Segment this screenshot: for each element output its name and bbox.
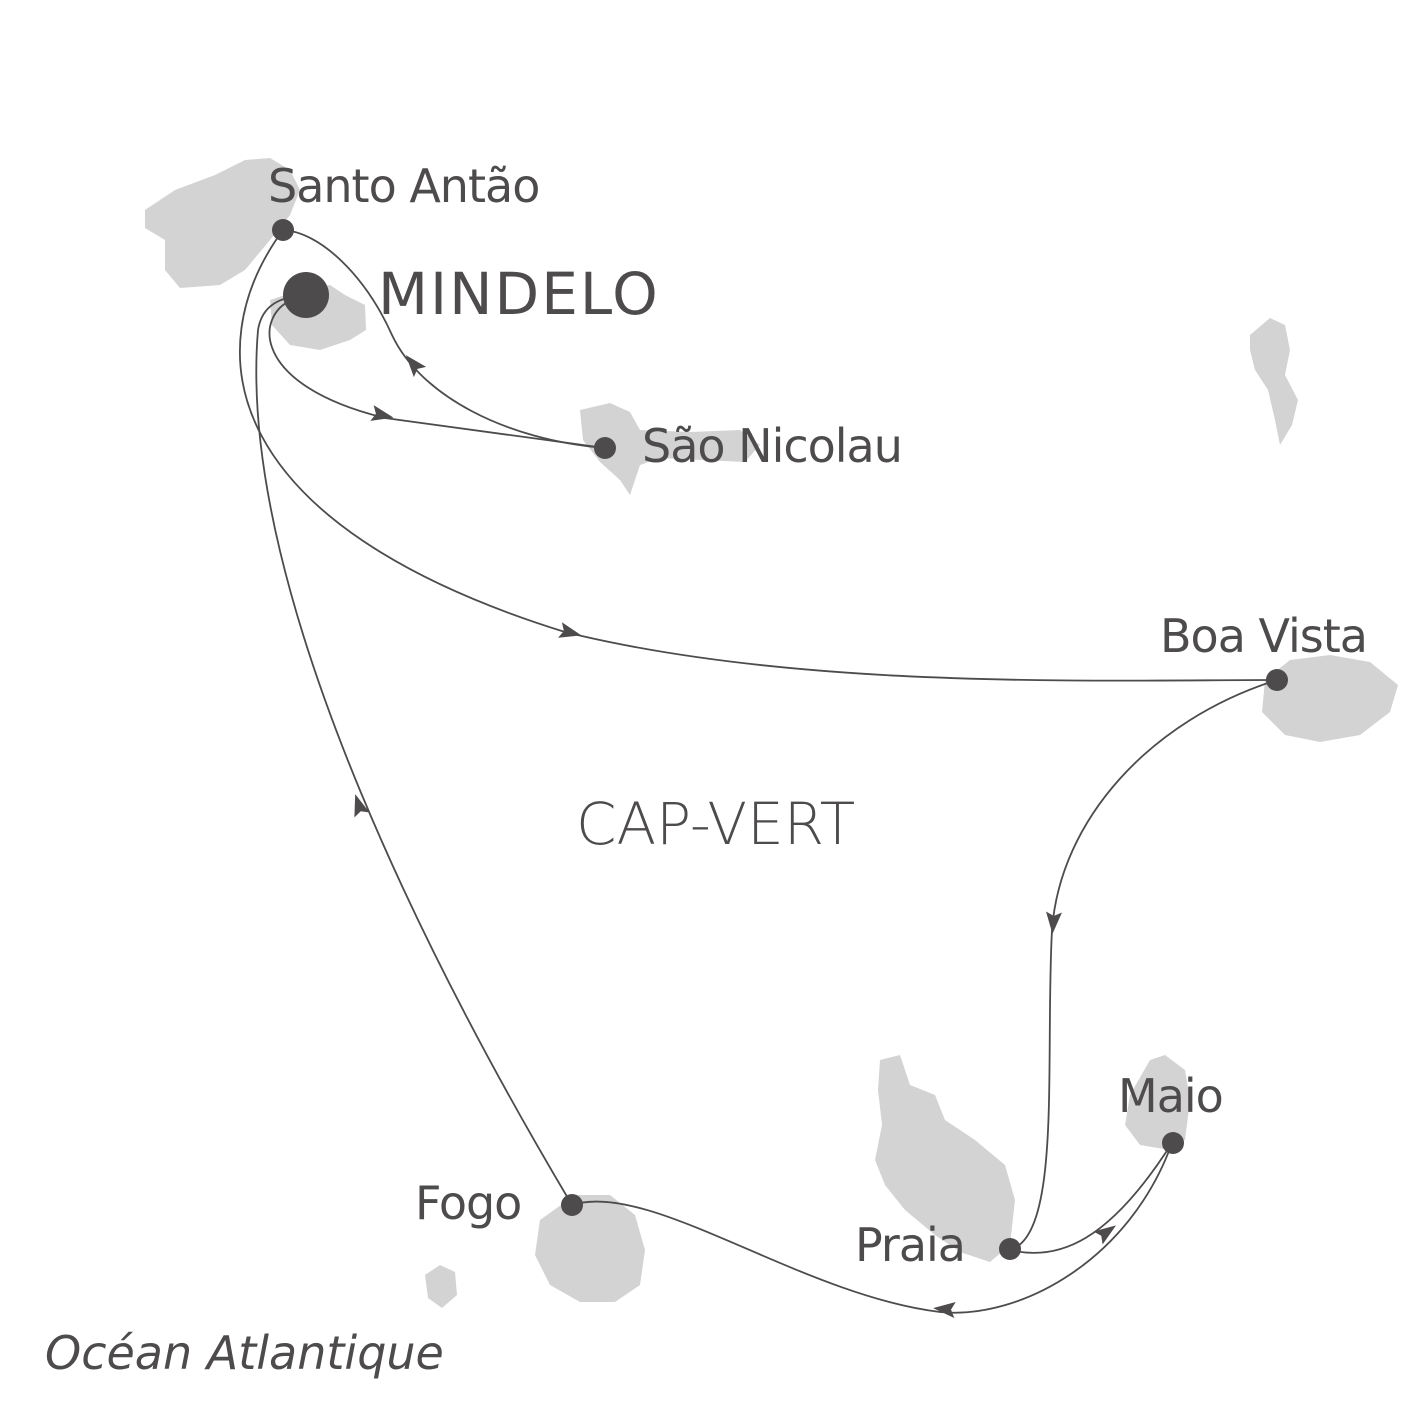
route-arrows [354,355,1117,1318]
island-fogo [535,1195,645,1302]
label-fogo: Fogo [415,1176,522,1230]
island-santo-antao [145,158,300,288]
port-markers [272,219,1288,1260]
island-sao-nicolau [580,403,760,495]
label-sao-nicolau: São Nicolau [642,419,903,473]
arrow-icon [933,1302,956,1318]
label-boa-vista: Boa Vista [1160,609,1368,663]
route-sao-nicolau-santo-antao [282,229,606,449]
island-sal [1250,318,1298,445]
island-brava [425,1265,457,1308]
marker-santo-antao [272,219,294,241]
label-praia: Praia [855,1218,966,1272]
marker-fogo [561,1194,583,1216]
marker-boa-vista [1266,669,1288,691]
marker-praia [999,1238,1021,1260]
label-country: CAP-VERT [576,790,856,858]
island-maio [1125,1055,1190,1150]
arrow-icon [354,794,370,818]
island-santiago [875,1055,1015,1262]
label-ocean: Océan Atlantique [45,1326,444,1380]
label-mindelo: MINDELO [378,260,660,328]
arrow-icon [370,405,394,421]
route-maio-fogo [571,1142,1173,1314]
route-praia-maio [1009,1142,1173,1254]
arrow-icon [1093,1225,1117,1245]
marker-sao-nicolau [594,437,616,459]
label-santo-antao: Santo Antão [268,159,540,213]
route-lines [239,229,1278,1314]
route-boa-vista-praia [1009,679,1278,1251]
label-maio: Maio [1118,1069,1224,1123]
arrow-icon [405,355,427,378]
arrow-icon [558,622,582,638]
marker-maio [1162,1132,1184,1154]
arrow-icon [1046,911,1062,934]
islands [145,158,1398,1308]
marker-mindelo [283,272,329,318]
route-fogo-mindelo [255,294,573,1206]
island-boa-vista [1262,655,1398,742]
route-mindelo-sao-nicolau [268,299,606,449]
